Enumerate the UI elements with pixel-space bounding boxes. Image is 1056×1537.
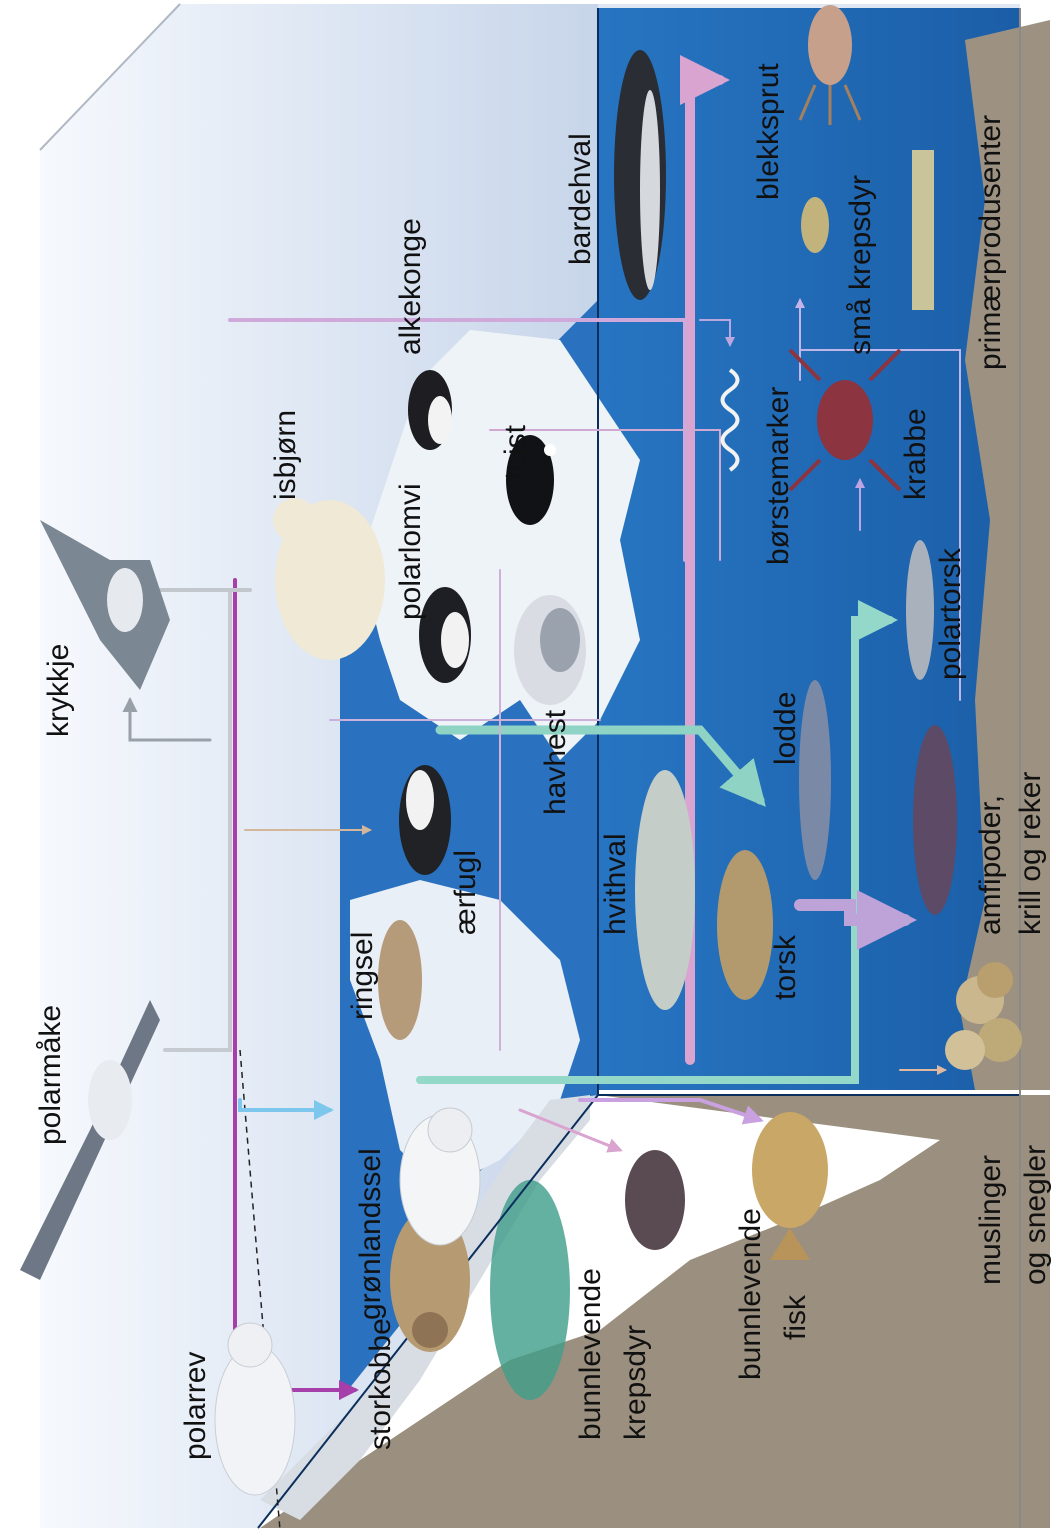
little-auk-icon (408, 370, 452, 450)
label-polarrev: polarrev (179, 1352, 212, 1460)
shrimp-icon (913, 725, 957, 915)
label-krykkje: krykkje (42, 644, 75, 737)
label-blekksprut: blekksprut (752, 63, 785, 200)
beluga-icon (635, 770, 695, 1010)
fulmar-icon (514, 595, 586, 705)
label-hvithval: hvithval (599, 833, 632, 935)
label-bunnlevende-fisk-line1: bunnlevende (734, 1208, 767, 1380)
label-muslinger-line1: muslinger (974, 1155, 1007, 1285)
label-polarmake: polarmåke (34, 1005, 67, 1145)
eider-icon (399, 765, 451, 875)
label-borstemarker: børstemarker (762, 387, 795, 565)
algae-icon (912, 150, 934, 310)
label-lodde: lodde (769, 692, 802, 765)
label-teist: teist (499, 424, 532, 480)
label-muslinger-line2: og snegler (1019, 1145, 1052, 1285)
copepod-icon (801, 197, 829, 253)
label-krabbe: krabbe (899, 408, 932, 500)
label-bunnlevende-fisk-line2: fisk (779, 1294, 812, 1340)
label-gronlandssel: grønlandssel (354, 1148, 387, 1320)
label-primaerprodusenter: primærprodusenter (974, 115, 1007, 370)
label-ringsel: ringsel (346, 932, 379, 1020)
polar-cod-icon (906, 540, 934, 680)
label-polartorsk: polartorsk (934, 547, 967, 680)
cod-icon (717, 850, 773, 1000)
label-bunnlevende-krepsdyr-line2: krepsdyr (619, 1325, 652, 1440)
capelin-icon (799, 680, 831, 880)
baleen-whale-icon (614, 50, 666, 300)
label-storkobbe: storkobbe (364, 1318, 397, 1450)
label-isbjorn: isbjørn (269, 410, 302, 500)
label-bardehval: bardehval (564, 133, 597, 265)
label-amfipoder-line2: krill og reker (1014, 772, 1047, 935)
label-aerfugl: ærfugl (449, 850, 482, 935)
algae-patch (490, 1180, 570, 1400)
label-havhest: havhest (539, 709, 572, 815)
label-bunnlevende-krepsdyr-line1: bunnlevende (574, 1268, 607, 1440)
label-polarlomvi: polarlomvi (394, 483, 427, 620)
label-alkekonge: alkekonge (394, 218, 427, 355)
bottom-crab-icon (625, 1150, 685, 1250)
ringed-seal-icon (378, 920, 422, 1040)
label-sma-krepsdyr: små krepsdyr (844, 175, 877, 355)
label-amfipoder-line1: amfipoder, (974, 795, 1007, 935)
label-torsk: torsk (769, 934, 802, 1000)
